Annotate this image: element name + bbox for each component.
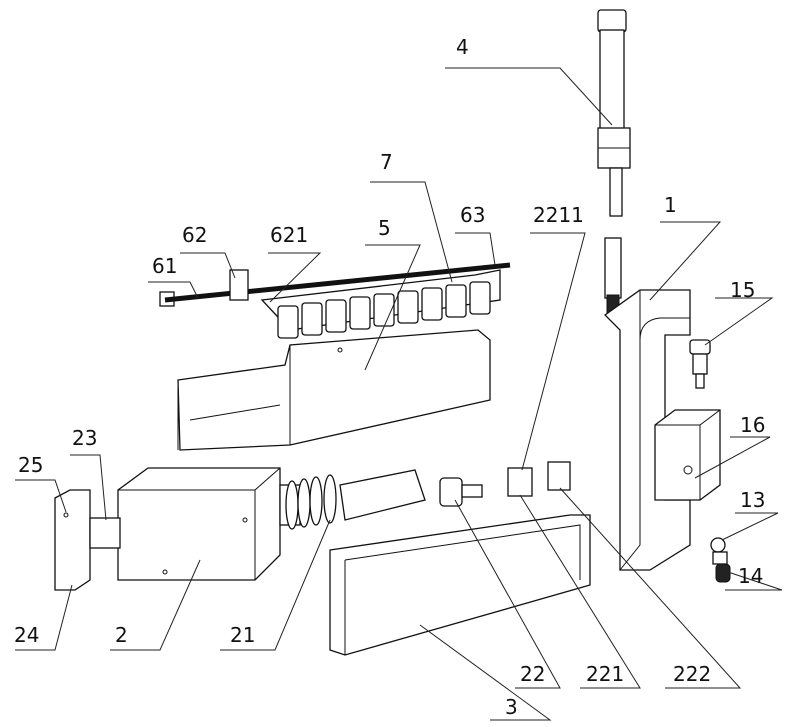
part-21-motor: [279, 469, 426, 530]
label-21: 21: [230, 623, 256, 647]
part-22-connector: [439, 477, 483, 507]
label-25: 25: [18, 453, 44, 477]
clamp-jaw: [277, 305, 299, 339]
clamp-jaw: [301, 302, 323, 336]
label-2: 2: [115, 623, 128, 647]
part-222-block: [547, 461, 571, 491]
label-61: 61: [152, 254, 178, 278]
label-7: 7: [380, 150, 393, 174]
spring-ring: [309, 476, 323, 526]
label-3: 3: [505, 695, 518, 719]
label-13: 13: [740, 488, 766, 512]
part-4-cylinder: [597, 9, 631, 217]
label-15: 15: [730, 278, 756, 302]
spring-ring: [285, 480, 299, 530]
label-63: 63: [460, 203, 486, 227]
part-2-housing: [117, 467, 281, 581]
label-222: 222: [673, 662, 712, 686]
label-5: 5: [378, 216, 391, 240]
label-2211: 2211: [533, 203, 584, 227]
label-14: 14: [738, 564, 764, 588]
spring-ring: [323, 474, 337, 524]
label-221: 221: [586, 662, 625, 686]
clamp-jaw: [325, 299, 347, 333]
leader-lines: [15, 67, 783, 721]
part-7-clamp-array: [260, 269, 501, 339]
label-4: 4: [456, 35, 469, 59]
part-3-tray: [329, 514, 591, 656]
clamp-jaw: [445, 284, 467, 318]
clamp-jaw: [397, 290, 419, 324]
clamp-jaw: [421, 287, 443, 321]
connecting-rod: [604, 237, 622, 314]
part-15-fitting: [689, 339, 711, 389]
label-16: 16: [740, 413, 766, 437]
part-16-block: [654, 409, 721, 501]
label-23: 23: [72, 426, 98, 450]
part-24-flange: [54, 489, 121, 591]
spring-ring: [297, 478, 311, 528]
part-5-channel: [177, 329, 491, 451]
clamp-jaw: [469, 281, 491, 315]
part-221-block: [507, 467, 533, 497]
label-62: 62: [182, 223, 208, 247]
label-22: 22: [520, 662, 546, 686]
label-24: 24: [14, 623, 40, 647]
label-1: 1: [664, 193, 677, 217]
clamp-jaw: [349, 296, 371, 330]
part-13-14-fitting: [710, 537, 731, 583]
label-621: 621: [270, 223, 309, 247]
